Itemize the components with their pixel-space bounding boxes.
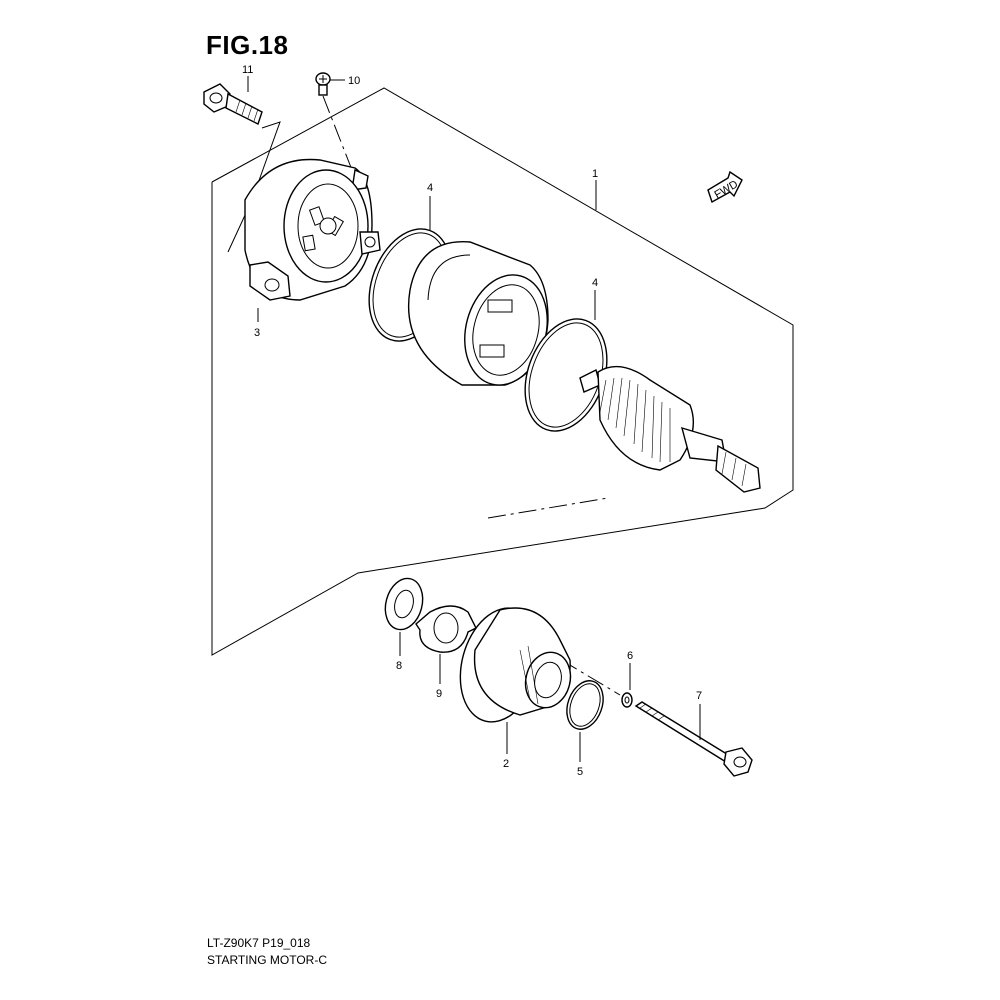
callout-5: 5 [577,766,583,778]
callout-3: 3 [254,327,260,339]
part-5-o-ring[interactable] [560,676,609,735]
callout-7: 7 [696,690,702,702]
callout-6: 6 [627,650,633,662]
part-10-screw[interactable] [315,72,331,96]
leader-11-axis [227,121,281,253]
callout-8: 8 [396,660,402,672]
yoke-housing [407,241,549,386]
fwd-badge-label: FWD [712,178,740,201]
callout-1: 1 [592,168,598,180]
part-4-o-ring-lower[interactable] [510,308,621,443]
part-2-front-housing[interactable] [448,599,576,731]
assembly-outline [211,87,794,656]
callout-10: 10 [348,75,360,87]
figure-title: FIG.18 [206,30,289,60]
part-3-brush-holder[interactable] [244,158,381,301]
part-6-washer[interactable] [621,692,633,708]
callout-4b: 4 [592,277,598,289]
model-code: LT-Z90K7 P19_018 [207,936,311,950]
callout-4a: 4 [427,182,433,194]
axis-center-upper [487,497,609,519]
armature [579,365,761,493]
part-7-through-bolt[interactable] [634,701,753,777]
axis-10 [322,95,353,171]
callout-11: 11 [242,64,253,76]
part-8-washer[interactable] [380,574,428,634]
callout-2: 2 [503,758,509,770]
diagram-name: STARTING MOTOR-C [207,953,327,967]
fwd-direction-badge: FWD [707,170,743,204]
part-11-bolt[interactable] [203,83,263,125]
part-9-lock-plate[interactable] [415,605,477,653]
callout-9: 9 [436,688,442,700]
